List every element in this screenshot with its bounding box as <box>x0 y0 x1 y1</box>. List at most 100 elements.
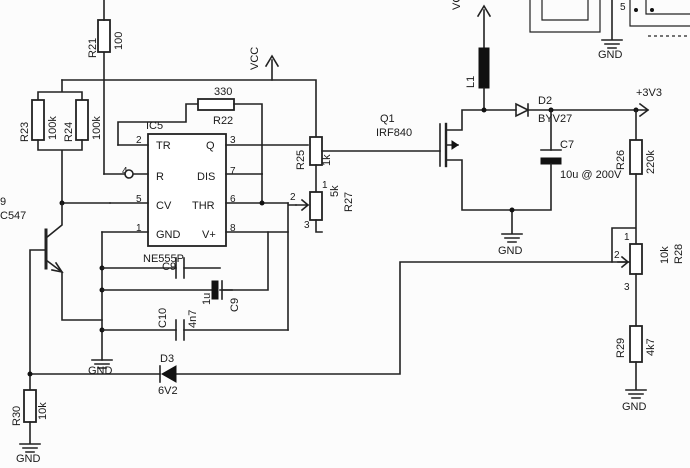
r27-pin2: 2 <box>290 192 296 203</box>
gnd-label-ic: GND <box>88 365 113 377</box>
c7-polarized-plate <box>540 157 562 165</box>
ic-pin-dis-label: DIS <box>197 171 215 183</box>
gnd-label-top: GND <box>598 49 623 61</box>
d2-ref: D2 <box>538 95 552 107</box>
d2-diode <box>515 102 530 118</box>
r28-pot <box>629 243 643 275</box>
l1-ref: L1 <box>465 76 477 88</box>
c7-ref: C7 <box>560 139 574 151</box>
r23-value: 100k <box>47 116 59 140</box>
r28-wiper <box>617 255 630 269</box>
vcc-label-l1: VCC <box>451 0 463 10</box>
r27-value: 5k <box>329 185 341 197</box>
ic-pin-q-label: Q <box>206 140 215 152</box>
ic-right-pin-stubs <box>225 144 309 233</box>
l1-inductor <box>478 47 490 89</box>
r22-to-dis-wire <box>233 103 263 175</box>
connector-pin-5: 5 <box>620 2 626 13</box>
r22-value: 330 <box>214 86 232 98</box>
d3-value: 6V2 <box>158 385 178 397</box>
r27-wiper <box>295 198 310 212</box>
ic-pin-1-number: 1 <box>136 223 142 234</box>
d3-zener <box>160 365 177 383</box>
bjt-emitter-arrow <box>51 261 64 274</box>
thr-to-pot-wire <box>287 202 297 331</box>
r27-bottom <box>315 219 323 233</box>
c8-value: 1u <box>201 293 213 305</box>
ic-pin-tr-label: TR <box>156 140 171 152</box>
c8-polarized-plate <box>211 280 219 300</box>
ground-symbol-c7 <box>501 209 523 243</box>
ic-pin-7-number: 7 <box>230 166 236 177</box>
r28-pin1: 1 <box>624 232 630 243</box>
ic-pin-3-number: 3 <box>230 135 236 146</box>
r23-r24-bottom <box>37 139 111 204</box>
ground-symbol-ic <box>91 359 113 369</box>
ic5-ref-label: IC5 <box>146 120 163 132</box>
gnd-label-c7: GND <box>498 245 523 257</box>
r27-ref: R27 <box>343 192 355 212</box>
ic-pin-cv-label: CV <box>156 200 172 212</box>
q1-ref: Q1 <box>380 113 395 125</box>
partial-component-box <box>529 0 601 33</box>
q1-part: IRF840 <box>376 127 412 139</box>
d3-ref: D3 <box>160 353 174 365</box>
v3v3-label: +3V3 <box>636 87 662 99</box>
r29-ref: R29 <box>615 338 627 358</box>
r23-ref: R23 <box>19 122 31 142</box>
vcc-arrow-l1 <box>476 4 492 49</box>
r30-resistor <box>23 389 37 423</box>
c7-bottom-wire <box>511 163 552 211</box>
r21-ref: R21 <box>87 38 99 58</box>
c-upper-plates <box>175 257 185 279</box>
d3-feedback-wire <box>29 261 637 375</box>
v3v3-rail <box>527 102 650 118</box>
c8-ref: C9 <box>229 298 241 312</box>
r28-value: 10k <box>659 246 671 264</box>
ic-pin-5-number: 5 <box>136 194 142 205</box>
r24-ref: R24 <box>63 122 75 142</box>
r27-pin1: 1 <box>322 180 328 191</box>
ic-pin-6-number: 6 <box>230 194 236 205</box>
r26-resistor <box>629 139 643 175</box>
c10-ref: C10 <box>157 308 169 328</box>
bjt-part: C547 <box>0 210 26 222</box>
bjt-base-wire <box>29 249 47 391</box>
r25-value: 1k <box>321 154 333 166</box>
r22-resistor <box>197 98 235 111</box>
ic-left-pin-stubs <box>101 144 149 233</box>
ground-symbol-top <box>601 0 623 49</box>
ground-symbol-r30 <box>19 421 41 453</box>
q1-arrow <box>451 140 459 150</box>
c10-value: 4n7 <box>187 310 199 328</box>
r25-ref: R25 <box>295 150 307 170</box>
r27-pot <box>309 191 323 221</box>
bjt-ref: 9 <box>0 196 6 208</box>
bjt-collector-emitter <box>44 202 103 321</box>
ic5-part-label: NE555P <box>143 253 184 265</box>
r24-value: 100k <box>91 116 103 140</box>
l1-to-d2 <box>483 87 517 111</box>
ic-pin-2-number: 2 <box>136 135 142 146</box>
ic-pin-thr-label: THR <box>192 200 215 212</box>
r29-value: 4k7 <box>645 338 657 356</box>
r24-resistor <box>75 99 89 141</box>
gnd-label-r29: GND <box>622 401 647 413</box>
vcc-label-ic: VCC <box>249 47 261 70</box>
r26-value: 220k <box>645 150 657 174</box>
r30-ref: R30 <box>11 406 23 426</box>
r26-ref: R26 <box>615 150 627 170</box>
r23-resistor <box>31 99 45 141</box>
gnd-label-r30: GND <box>16 453 41 465</box>
vcc-rail-wire <box>61 79 317 138</box>
r28-pin3: 3 <box>624 282 630 293</box>
c-upper-ref: C9 <box>162 261 176 273</box>
r23-r24-top <box>37 79 83 101</box>
r21-resistor <box>97 19 111 53</box>
vplus-wire <box>219 231 269 291</box>
r26-to-r28-wire <box>611 173 637 263</box>
r30-value: 10k <box>37 402 49 420</box>
r22-ref: R22 <box>213 115 233 127</box>
